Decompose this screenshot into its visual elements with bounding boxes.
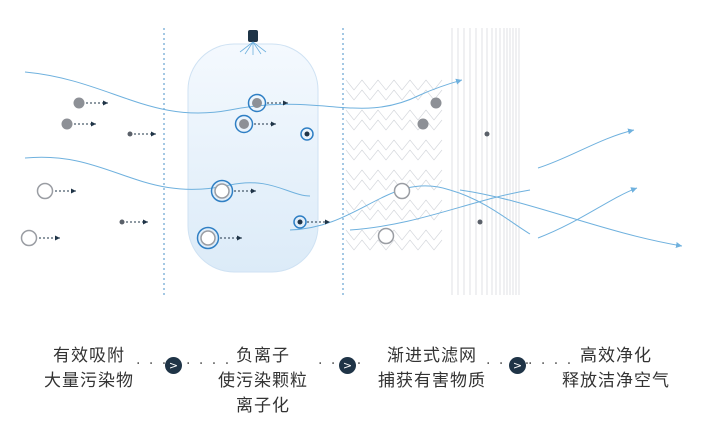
chevron-right-circle-icon: > [165, 357, 182, 374]
step-2-label: 负离子 使污染颗粒 离子化 [218, 346, 308, 416]
chevron-right-circle-icon: > [509, 357, 526, 374]
ionizer-emitter-icon [239, 30, 267, 55]
step-1-label: 有效吸附 大量污染物 [44, 346, 134, 391]
connector-dots-1b: · · · · [186, 356, 232, 372]
ionized-particles [196, 93, 330, 250]
step-4-label: 高效净化 释放洁净空气 [562, 346, 670, 391]
pollutant-particles-intake [20, 97, 156, 247]
chevron-right-circle-icon: > [339, 357, 356, 374]
filter-vertical-layers [451, 28, 520, 295]
connector-dots-3b: · · · · [528, 356, 574, 372]
purification-process-diagram [20, 28, 683, 295]
step-3-label: 渐进式滤网 捕获有害物质 [378, 346, 486, 391]
captured-particles [377, 97, 490, 245]
